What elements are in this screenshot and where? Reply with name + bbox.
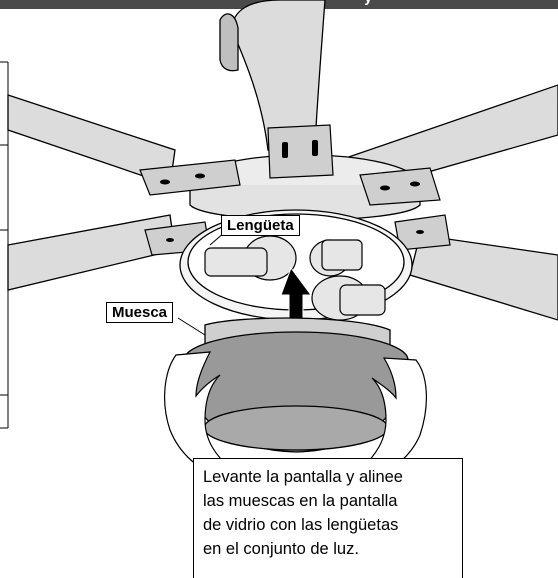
glass-shade [183, 317, 409, 453]
bracket-holes [160, 140, 424, 242]
tab-label: Lengüeta [221, 215, 300, 236]
blade-brackets [139, 124, 451, 256]
fan-blade-right-lower [409, 234, 558, 321]
fan-blade-top [219, 0, 326, 151]
instruction-caption: Levante la pantalla y alinee las muescas… [193, 458, 463, 578]
caption-line-4: en el conjunto de luz. [203, 540, 359, 558]
notch-leader-line [177, 317, 206, 336]
caption-line-3: de vidrio con las lengüetas [203, 516, 399, 534]
caption-line-1: Levante la pantalla y alinee [203, 468, 403, 486]
fan-blade-left-lower [7, 214, 176, 291]
light-sockets [204, 235, 386, 321]
header-text: y [364, 0, 372, 5]
left-frame-lines [0, 61, 9, 429]
caption-line-2: las muescas en la pantalla [203, 492, 398, 510]
hands [164, 351, 427, 479]
notch-label: Muesca [106, 302, 174, 323]
fan-illustration [0, 0, 558, 479]
